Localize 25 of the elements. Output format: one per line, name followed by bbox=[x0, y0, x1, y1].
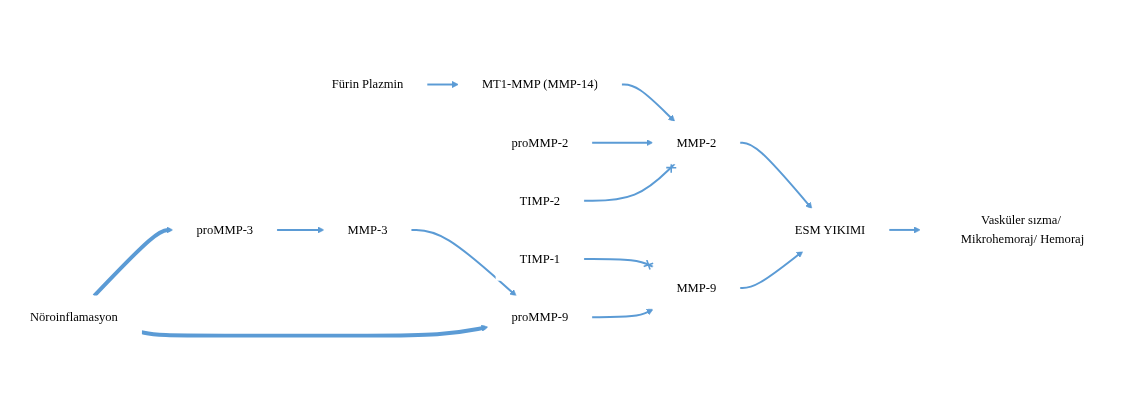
arrow bbox=[590, 138, 654, 146]
arrow bbox=[141, 324, 489, 338]
connector bbox=[582, 257, 655, 270]
arrow bbox=[425, 80, 459, 88]
node-text: MMP-2 bbox=[676, 135, 717, 149]
node-text: proMMP-2 bbox=[511, 135, 569, 149]
arrow bbox=[738, 250, 804, 289]
node-text: MT1-MMP (MMP-14) bbox=[481, 77, 598, 91]
arrow bbox=[620, 83, 676, 122]
arrow bbox=[738, 141, 813, 209]
node-text: Fürin Plazmin bbox=[331, 77, 404, 91]
node-text: TIMP-2 bbox=[519, 193, 561, 207]
arrow bbox=[590, 308, 654, 318]
node-text: Vasküler sızma/ Mikrohemoraj/ Hemoraj bbox=[960, 213, 1085, 246]
arrow bbox=[410, 228, 517, 296]
node-text: MMP-3 bbox=[347, 222, 388, 236]
node-text: proMMP-9 bbox=[511, 309, 569, 324]
arrow bbox=[92, 226, 174, 297]
arrow bbox=[887, 226, 921, 234]
node-text: MMP-9 bbox=[676, 280, 717, 295]
node-text: TIMP-1 bbox=[519, 251, 561, 265]
node-text: ESM YIKIMI bbox=[794, 222, 866, 236]
arrow bbox=[275, 226, 325, 234]
node-text: proMMP-3 bbox=[196, 222, 254, 236]
node-text: Nöroinflamasyon bbox=[29, 309, 118, 324]
